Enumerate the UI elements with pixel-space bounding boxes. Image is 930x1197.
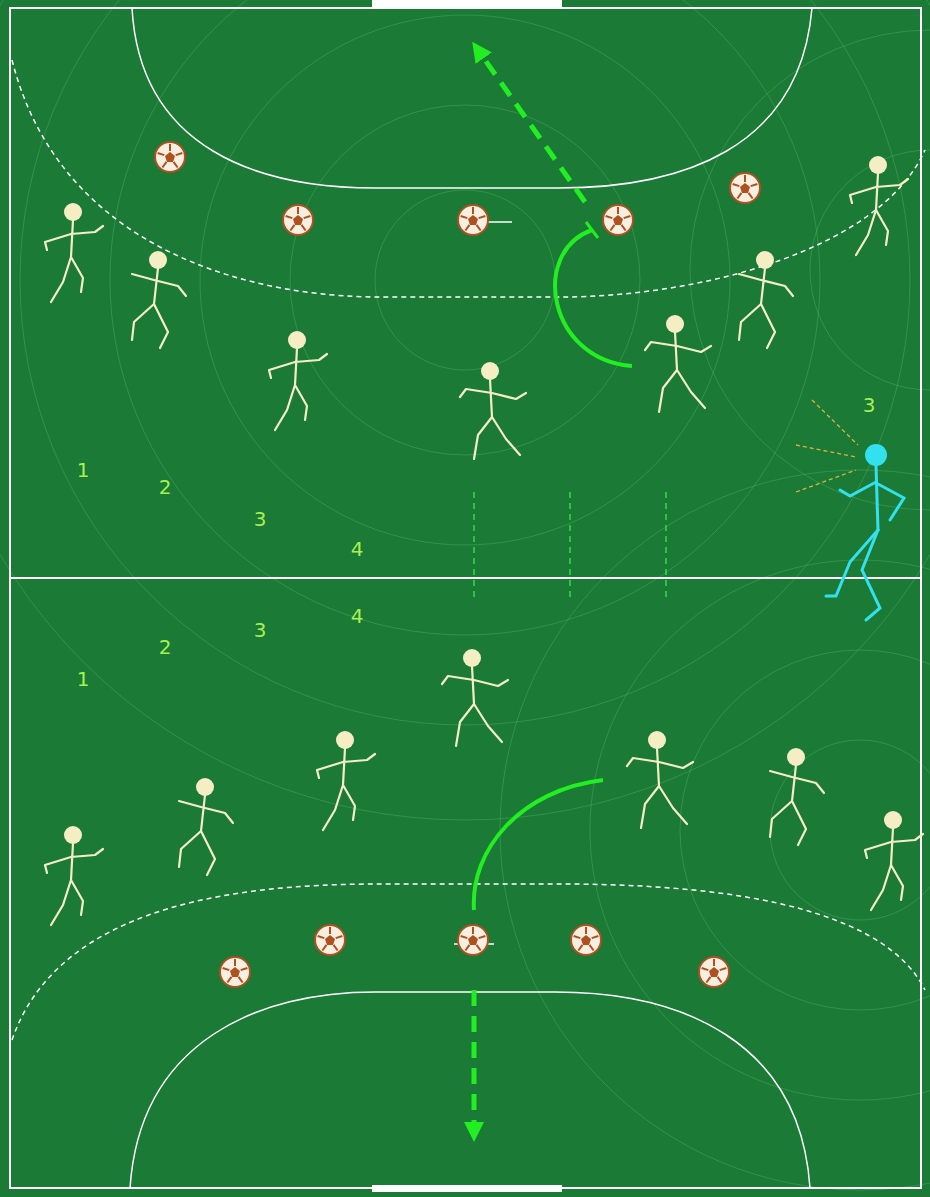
ball bbox=[458, 925, 488, 955]
goal-area-line bbox=[132, 8, 812, 188]
zone-ring bbox=[690, 30, 930, 510]
player bbox=[645, 315, 711, 412]
zone-number: 2 bbox=[159, 636, 172, 658]
player bbox=[460, 362, 526, 459]
player bbox=[269, 331, 327, 430]
zone-number: 1 bbox=[77, 459, 90, 481]
ball bbox=[220, 957, 250, 987]
ball bbox=[155, 142, 185, 172]
coach-figure bbox=[796, 400, 904, 620]
zone-number: 3 bbox=[254, 619, 267, 641]
zone-number: 2 bbox=[159, 476, 172, 498]
player bbox=[45, 203, 103, 302]
player bbox=[317, 731, 375, 830]
balls bbox=[155, 142, 760, 987]
player bbox=[739, 251, 793, 348]
zone-ring bbox=[680, 650, 930, 1010]
player bbox=[627, 731, 693, 828]
zone-ring bbox=[200, 15, 730, 545]
zone-ring bbox=[20, 0, 910, 725]
player bbox=[132, 251, 186, 348]
ball bbox=[315, 925, 345, 955]
movement-arrows bbox=[474, 50, 632, 1132]
free-throw-line bbox=[12, 884, 925, 1040]
zone-number: 3 bbox=[863, 394, 876, 416]
ball bbox=[283, 205, 313, 235]
free-throw-line bbox=[12, 60, 925, 297]
player bbox=[770, 748, 824, 845]
zone-ring bbox=[770, 740, 930, 920]
zone-ring bbox=[810, 150, 930, 390]
goal-area-line bbox=[130, 992, 810, 1188]
ball bbox=[571, 925, 601, 955]
zone-ring bbox=[0, 0, 930, 820]
zone-ring bbox=[590, 560, 930, 1100]
ball bbox=[603, 205, 633, 235]
player bbox=[45, 826, 103, 925]
court-border bbox=[10, 8, 921, 1188]
centre-line bbox=[10, 577, 921, 579]
ball bbox=[699, 957, 729, 987]
zone-ring bbox=[110, 0, 820, 635]
zone-number: 3 bbox=[254, 508, 267, 530]
zone-number: 4 bbox=[351, 538, 364, 560]
player bbox=[865, 811, 923, 910]
player bbox=[850, 156, 908, 255]
zone-number: 1 bbox=[77, 668, 90, 690]
players bbox=[45, 156, 923, 925]
goal bbox=[372, 1185, 562, 1192]
zone-number: 4 bbox=[351, 605, 364, 627]
zone-ring bbox=[375, 190, 555, 370]
player bbox=[442, 649, 508, 746]
player bbox=[179, 778, 233, 875]
ball-tail bbox=[454, 222, 512, 944]
ball bbox=[458, 205, 488, 235]
goal bbox=[372, 0, 562, 7]
zone-ring bbox=[290, 105, 640, 455]
ball bbox=[730, 173, 760, 203]
lane-marks bbox=[474, 492, 666, 600]
